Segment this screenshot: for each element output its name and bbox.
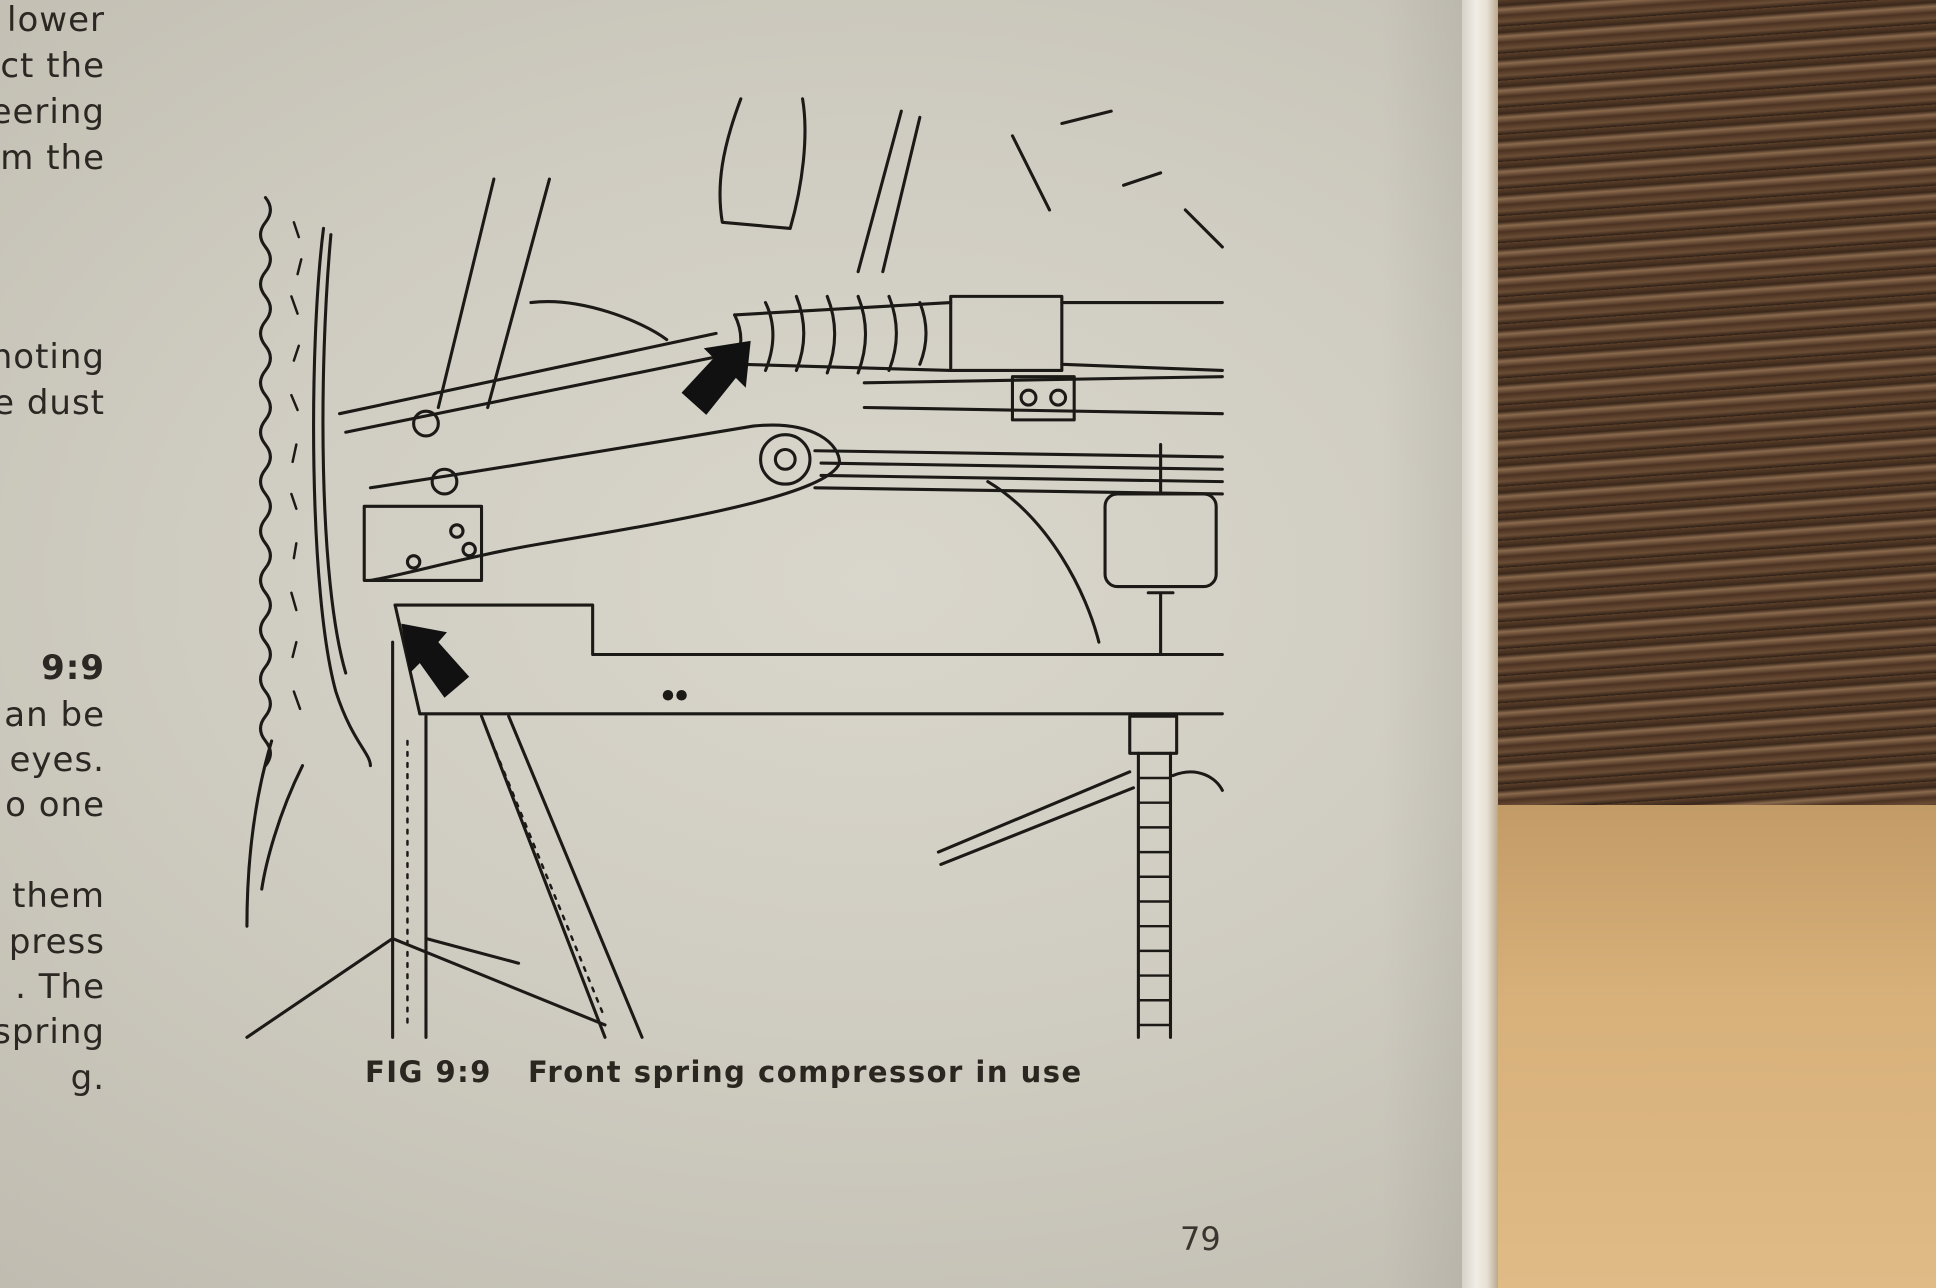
text-fragment: m the	[0, 138, 105, 178]
arrow-lower-pointer	[401, 623, 470, 698]
text-fragment: noting	[0, 337, 105, 377]
arrow-upper-pointer	[681, 340, 751, 415]
steering-rack	[337, 294, 1224, 438]
figure-label: FIG 9:9	[365, 1055, 492, 1089]
axle-stand	[245, 640, 644, 1039]
body-structure	[436, 97, 1224, 410]
page-edges	[1462, 0, 1498, 1288]
text-fragment: eering	[0, 92, 105, 132]
text-fragment: . The	[15, 967, 105, 1007]
text-fragment: an be	[4, 695, 105, 735]
page-gutter-shade	[1380, 0, 1462, 1288]
compressor-beam	[393, 603, 1224, 1039]
text-fragment: ct the	[0, 46, 105, 86]
section-heading-fragment: 9:9	[41, 648, 105, 688]
text-fragment: press	[8, 922, 105, 962]
figure-caption: FIG 9:9 Front spring compressor in use	[365, 1055, 1083, 1089]
table-lower-area	[1494, 805, 1936, 1288]
text-fragment: spring	[0, 1012, 105, 1052]
wood-table-surface	[1494, 0, 1936, 805]
text-fragment: eyes.	[9, 740, 105, 780]
text-fragment: lower	[7, 0, 105, 40]
tyre-drawing	[245, 196, 372, 928]
lower-arm-and-spring	[362, 423, 1224, 657]
text-fragment: g.	[70, 1058, 105, 1098]
text-fragment: o one	[5, 785, 105, 825]
text-fragment: e dust	[0, 383, 105, 423]
figure-caption-text: Front spring compressor in use	[527, 1055, 1083, 1089]
page-number: 79	[1180, 1220, 1221, 1258]
text-fragment: them	[12, 876, 105, 916]
